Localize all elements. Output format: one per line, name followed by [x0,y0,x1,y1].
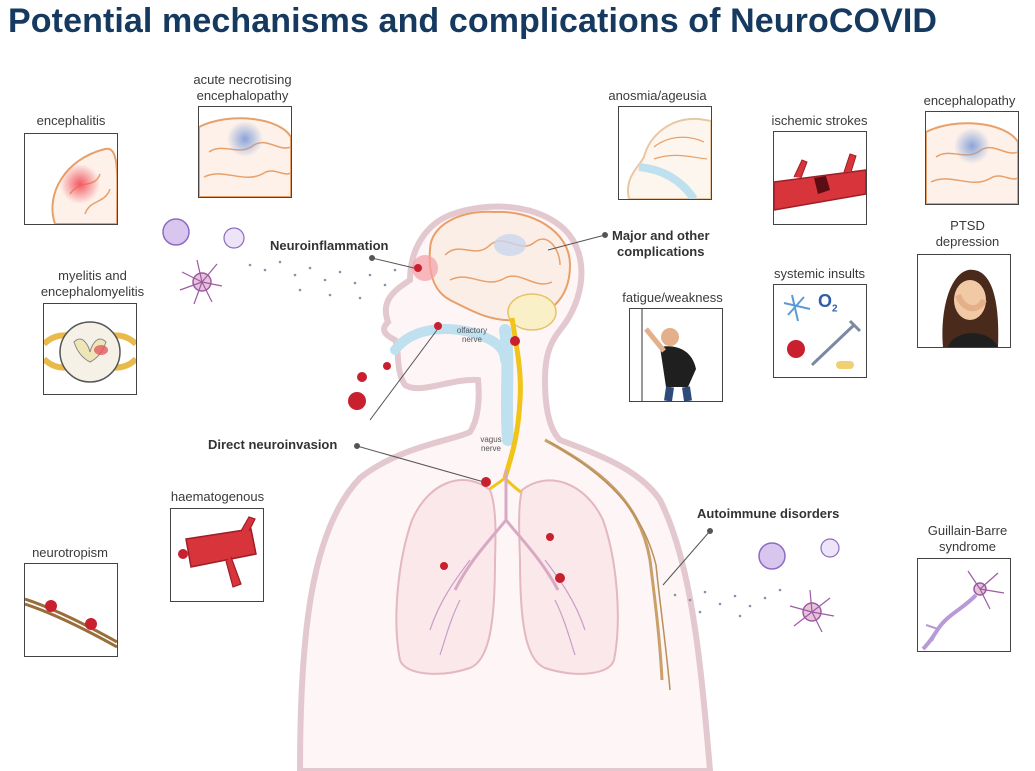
encephalopathy-label: encephalopathy [923,93,1016,108]
page-title: Potential mechanisms and complications o… [8,2,938,40]
fatigue-label: fatigue/weakness [622,290,723,305]
brain [428,210,572,322]
vagus-line2: nerve [480,444,501,453]
distressed-person-icon [942,269,999,347]
ischemic-panel [773,131,867,225]
anep-label: acute necrotising encephalopathy [180,72,305,104]
oxygen-o: O [818,291,833,311]
vagus-nerve-label: vagus nerve [476,435,506,453]
neuroinflammation-label: Neuroinflammation [270,238,389,253]
myelitis-panel [43,303,137,395]
olfactory-line2: nerve [461,335,482,344]
encephalitis-label: encephalitis [36,113,106,128]
systemic-insults-icon [783,294,862,369]
encephalitis-panel [24,133,118,225]
systemic-panel: O2 [773,284,867,378]
ptsd-line2: depression [935,234,1000,249]
myelitis-label: myelitis and encephalomyelitis [30,268,155,300]
neurotropism-panel [24,563,118,657]
nerve-fiber-icon [25,597,117,649]
oxygen-label: O2 [818,291,838,315]
left-lung [395,479,497,675]
brain-lesion-icon [199,117,291,197]
anep-line2: encephalopathy [196,88,289,103]
right-lung [518,479,619,675]
immune-cells-left [162,218,245,305]
haematogenous-label: haematogenous [170,489,265,504]
autoimmune-disorders-label: Autoimmune disorders [697,506,840,521]
ptsd-panel [917,254,1011,348]
head-profile-icon [627,117,711,199]
major-complications-line1: Major and other [612,228,710,243]
cerebellum [507,293,557,331]
cytokine-dots-left [248,260,397,300]
nasal-cavity [390,324,510,365]
vagus-line1: vagus [480,435,502,444]
brain-inflamed-icon [51,147,117,224]
haematogenous-panel [170,508,264,602]
direct-neuroinvasion-label: Direct neuroinvasion [208,437,338,452]
major-complications-line2: complications [617,244,705,259]
neuron-icon [921,570,1005,651]
encephalopathy-panel [925,111,1019,205]
anep-panel [198,106,292,198]
gbs-line2: syndrome [938,539,997,554]
myelitis-line1: myelitis and [58,268,127,283]
immune-cells-right [758,538,840,633]
tired-person-icon [641,309,696,401]
leader-lines [354,232,713,586]
brain-lesion-icon-2 [926,122,1018,204]
myelitis-line2: encephalomyelitis [40,284,145,299]
systemic-insults-label: systemic insults [773,266,866,281]
anep-line1: acute necrotising [193,72,292,87]
blood-vessel-icon [178,516,257,588]
peripheral-nerve [544,438,664,681]
ischemic-strokes-label: ischemic strokes [771,113,868,128]
ptsd-label: PTSD depression [915,218,1020,250]
olfactory-line1: olfactory [456,326,488,335]
virus-particles [348,264,565,583]
anosmia-panel [618,106,712,200]
clotted-vessel-icon [774,153,866,211]
cytokine-dots-right [673,588,782,618]
gbs-line1: Guillain-Barre [927,523,1008,538]
anosmia-label: anosmia/ageusia [608,88,707,103]
gbs-label: Guillain-Barre syndrome [910,523,1025,555]
olfactory-nerve-label: olfactory nerve [450,326,494,344]
ptsd-line1: PTSD [950,218,985,233]
fatigue-panel [629,308,723,402]
neurotropism-label: neurotropism [32,545,108,560]
gbs-panel [917,558,1011,652]
major-complications-label: Major and other complications [612,228,710,260]
oxygen-subscript: 2 [832,303,838,315]
inflammation-spot [412,255,438,281]
spinal-cord-icon [44,321,136,383]
